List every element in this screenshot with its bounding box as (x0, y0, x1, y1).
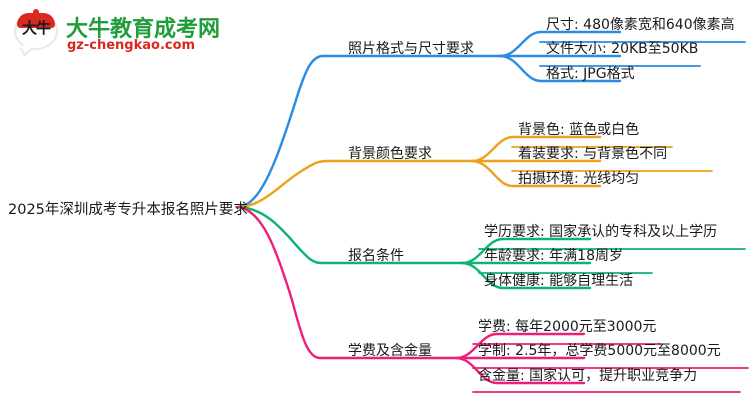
leaf-3-2: 年龄要求: 年满18周岁 (484, 248, 623, 264)
site-logo: 大牛 大牛教育成考网 gz-chengkao.com (14, 9, 229, 58)
logo-title: 大牛教育成考网 (66, 17, 221, 42)
root-topic: 2025年深圳成考专升本报名照片要求 (8, 202, 248, 218)
leaf-2-3: 拍摄环境: 光线均匀 (518, 171, 640, 187)
leaf-4-2: 学制: 2.5年，总学费5000元至8000元 (478, 343, 721, 359)
leaf-4-3: 含金量: 国家认可，提升职业竞争力 (478, 368, 698, 384)
logo-bubble-icon: 大牛 (14, 9, 60, 57)
logo-domain: gz-chengkao.com (67, 38, 196, 53)
leaf-2-1: 背景色: 蓝色或白色 (518, 122, 640, 138)
branch-line-2 (236, 159, 474, 209)
subline-2-3 (470, 159, 602, 188)
subline-4-3 (454, 356, 586, 385)
leaf-2-2: 着装要求: 与背景色不同 (518, 146, 668, 162)
branch-line-1 (236, 54, 502, 209)
branch-topic-1: 照片格式与尺寸要求 (348, 41, 474, 57)
branch-line-3 (236, 205, 464, 265)
branch-line-4 (236, 205, 458, 360)
branch-topic-2: 背景颜色要求 (348, 146, 432, 162)
branch-topic-4: 学费及含金量 (348, 343, 432, 359)
leaf-1-3: 格式: JPG格式 (546, 66, 635, 82)
branch-topic-3: 报名条件 (348, 248, 404, 264)
leaf-3-1: 学历要求: 国家承认的专科及以上学历 (484, 224, 718, 240)
leaf-3-3: 身体健康: 能够自理生活 (484, 273, 634, 289)
subline-1-3 (498, 54, 622, 83)
leaf-1-2: 文件大小: 20KB至50KB (546, 41, 699, 57)
leaf-4-1: 学费: 每年2000元至3000元 (478, 319, 657, 335)
logo-mark-text: 大牛 (21, 19, 51, 37)
leaf-1-1: 尺寸: 480像素宽和640像素高 (546, 17, 735, 33)
subline-3-3 (460, 261, 592, 290)
